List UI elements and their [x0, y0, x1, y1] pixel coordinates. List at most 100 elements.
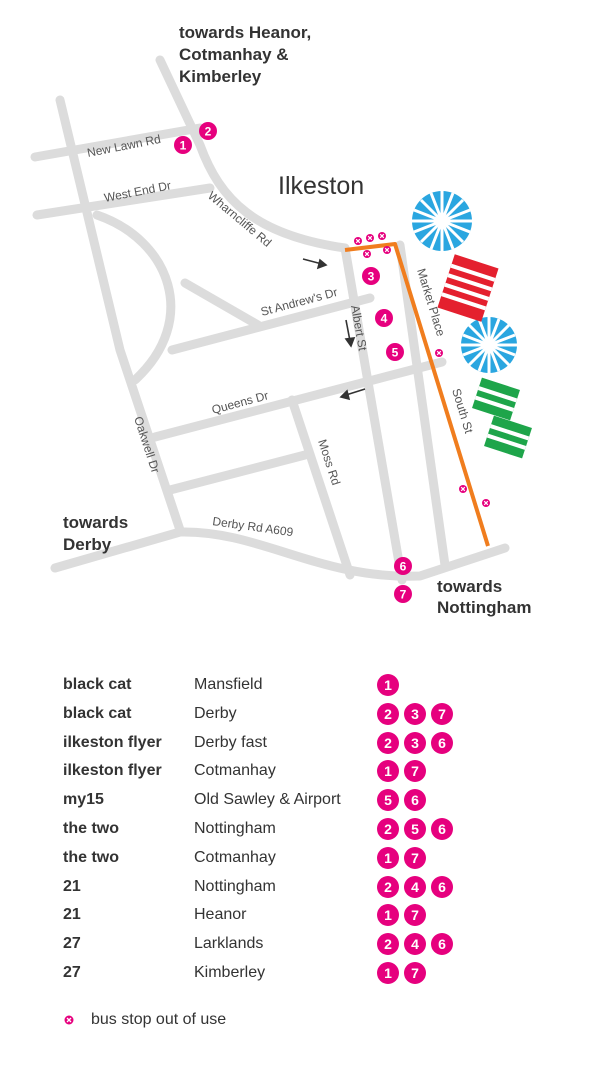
route-destination: Cotmanhay [194, 762, 276, 780]
arrow-east-icon [302, 258, 328, 270]
stop-badge: 3 [404, 702, 426, 725]
stop-badge: 6 [404, 789, 426, 812]
road-albert-st [340, 243, 407, 585]
route-destination: Kimberley [194, 963, 266, 981]
route-name: my15 [63, 791, 104, 809]
stop-badge: 6 [431, 731, 453, 754]
stop-badge: 2 [377, 817, 399, 840]
stop-badge: 7 [431, 702, 453, 725]
route-name: 27 [63, 935, 81, 953]
closed-stop-icon [64, 1015, 74, 1025]
closed-stop-markers [354, 232, 490, 507]
route-table: black cat Mansfield 1 black cat Derby 2 … [63, 672, 543, 989]
stop-badge: 2 [377, 933, 399, 956]
route-row: black cat Mansfield 1 [63, 672, 543, 701]
road-oakwell [55, 95, 185, 535]
stop-badge: 2 [377, 731, 399, 754]
route-name: 21 [63, 877, 81, 895]
bus-stop-7[interactable]: 7 [394, 585, 412, 603]
road-west-end [32, 183, 215, 220]
closed-stop-icon [366, 234, 374, 242]
stop-badge: 1 [377, 904, 399, 927]
bus-stop-4[interactable]: 4 [375, 309, 393, 327]
route-stops: 2 5 6 [377, 817, 453, 840]
closed-stop-icon [383, 246, 391, 254]
stop-badge: 6 [431, 933, 453, 956]
bus-stop-2-label: 2 [205, 125, 212, 139]
bus-stop-5[interactable]: 5 [386, 343, 404, 361]
route-destination: Nottingham [194, 819, 276, 837]
direction-north-line-1: towards Heanor, [179, 23, 311, 42]
route-destination: Old Sawley & Airport [194, 791, 341, 809]
street-new-lawn-rd: New Lawn Rd [86, 132, 162, 160]
bus-stop-4-label: 4 [381, 312, 388, 326]
route-row: ilkeston flyer Cotmanhay 1 7 [63, 758, 543, 787]
route-name: ilkeston flyer [63, 733, 162, 751]
stop-badge: 4 [404, 933, 426, 956]
bus-stop-5-label: 5 [392, 346, 399, 360]
route-row: ilkeston flyer Derby fast 2 3 6 [63, 730, 543, 759]
route-destination: Heanor [194, 906, 247, 924]
direction-west-line-1: towards [63, 513, 128, 532]
route-destination: Nottingham [194, 877, 276, 895]
road-circle [92, 210, 176, 385]
closed-stop-icon [459, 485, 467, 493]
route-stops: 5 6 [377, 789, 426, 812]
bus-stop-2[interactable]: 2 [199, 122, 217, 140]
arrow-west-icon [339, 388, 366, 401]
bus-stop-7-label: 7 [400, 588, 407, 602]
stop-badge: 7 [404, 760, 426, 783]
route-name: black cat [63, 704, 132, 722]
road-connector [180, 278, 263, 330]
bus-stop-1-label: 1 [180, 139, 187, 153]
route-stops: 1 7 [377, 760, 426, 783]
route-destination: Mansfield [194, 676, 263, 693]
stop-badge: 7 [404, 961, 426, 984]
stop-badge: 1 [377, 674, 399, 696]
route-stops: 2 4 6 [377, 933, 453, 956]
route-name: ilkeston flyer [63, 762, 162, 780]
legend: bus stop out of use [63, 1011, 226, 1029]
town-label: Ilkeston [278, 172, 364, 200]
road-moss-rd [287, 395, 355, 580]
route-row: 21 Heanor 1 7 [63, 902, 543, 931]
stop-badge: 1 [377, 846, 399, 869]
stop-badge: 2 [377, 875, 399, 898]
stop-badge: 2 [377, 702, 399, 725]
route-name: 21 [63, 906, 81, 924]
market-umbrella-2 [461, 317, 517, 373]
road-new-lawn [30, 123, 205, 162]
closed-route-line [344, 242, 490, 547]
bus-stop-3-label: 3 [368, 270, 375, 284]
route-row: black cat Derby 2 3 7 [63, 701, 543, 730]
route-stops: 1 7 [377, 846, 426, 869]
closed-stop-icon [435, 349, 443, 357]
market-stall-green-2 [484, 415, 532, 459]
road-queens-dr [150, 357, 447, 442]
route-stops: 1 7 [377, 904, 426, 927]
stop-badge: 1 [377, 961, 399, 984]
route-name: the two [63, 819, 119, 837]
route-row: 21 Nottingham 2 4 6 [63, 874, 543, 903]
road-st-andrews-dr [167, 293, 375, 355]
legend-text: bus stop out of use [91, 1011, 227, 1028]
market-stall-green-1 [472, 377, 520, 421]
road-main-north [155, 55, 350, 253]
road-south-st [395, 240, 450, 570]
direction-north-line-2: Cotmanhay & [179, 45, 289, 64]
route-destination: Derby [194, 704, 237, 722]
route-row: my15 Old Sawley & Airport 5 6 [63, 787, 543, 816]
road-link [165, 450, 310, 495]
stop-badge: 6 [431, 875, 453, 898]
route-row: 27 Kimberley 1 7 [63, 960, 543, 989]
stop-badge: 7 [404, 846, 426, 869]
bus-stop-1[interactable]: 1 [174, 136, 192, 154]
route-row: 27 Larklands 2 4 6 [63, 931, 543, 960]
route-stops: 2 3 7 [377, 702, 453, 725]
closed-stop-icon [378, 232, 386, 240]
route-name: 27 [63, 963, 81, 981]
street-oakwell-dr: Oakwell Dr [131, 415, 162, 475]
stop-badge: 1 [377, 760, 399, 783]
bus-stop-3[interactable]: 3 [362, 267, 380, 285]
bus-stop-6[interactable]: 6 [394, 557, 412, 575]
